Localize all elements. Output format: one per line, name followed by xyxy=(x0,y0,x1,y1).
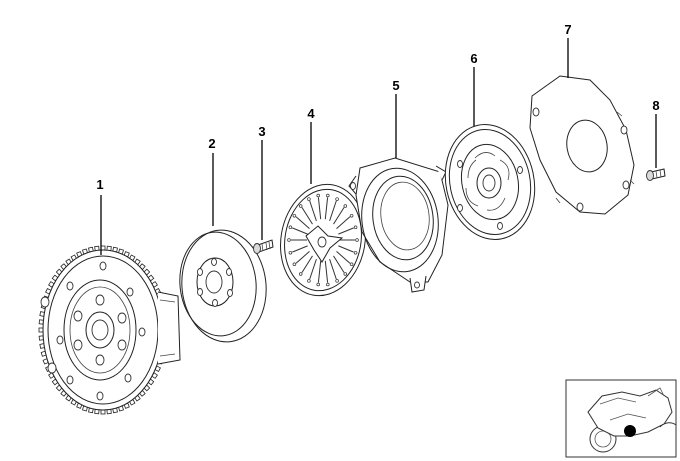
gear-tooth xyxy=(100,409,106,415)
part-4-diaphragm-spring[interactable] xyxy=(272,178,374,303)
callout-4: 4 xyxy=(307,106,315,121)
spring-finger-slot xyxy=(292,262,297,267)
part-6-clutch-disc[interactable] xyxy=(435,116,545,248)
spring-finger-slot xyxy=(349,262,354,267)
part-3-bolt[interactable] xyxy=(253,239,274,254)
spring-finger xyxy=(292,227,308,235)
spring-finger-slot xyxy=(343,272,348,276)
spring-finger-slot xyxy=(316,193,320,198)
part-1-flywheel[interactable] xyxy=(38,245,181,415)
callout-8: 8 xyxy=(652,98,659,113)
spring-finger-slot xyxy=(335,279,339,283)
spring-finger-slot xyxy=(316,282,320,287)
spring-finger xyxy=(329,200,337,222)
spring-finger xyxy=(292,245,308,253)
spring-finger xyxy=(338,245,354,253)
spring-finger xyxy=(338,227,354,235)
part-8-screw[interactable] xyxy=(646,168,666,181)
callout-7: 7 xyxy=(564,22,571,37)
part-7-cover-plate[interactable] xyxy=(529,75,635,215)
motorcycle-location-icon[interactable] xyxy=(565,379,677,458)
spring-finger xyxy=(309,258,317,280)
spring-finger-slot xyxy=(298,204,303,208)
part-5-pressure-plate[interactable] xyxy=(348,157,449,293)
spring-finger-slot xyxy=(292,213,297,218)
spring-finger xyxy=(295,216,310,229)
spring-finger-slot xyxy=(288,250,293,255)
spring-finger xyxy=(309,200,317,222)
spring-finger xyxy=(324,260,329,283)
spring-finger xyxy=(333,207,345,225)
callout-3: 3 xyxy=(258,124,265,139)
spring-finger-slot xyxy=(355,238,359,242)
spring-finger-slot xyxy=(307,197,311,201)
spring-finger xyxy=(333,255,345,273)
spring-finger xyxy=(329,258,337,280)
spring-finger xyxy=(336,251,351,264)
callout-2: 2 xyxy=(208,136,215,151)
callout-leaders xyxy=(100,38,657,255)
spring-finger xyxy=(295,251,310,264)
callout-6: 6 xyxy=(470,51,477,66)
spring-fingers xyxy=(287,193,359,287)
spring-finger-slot xyxy=(335,197,339,201)
part-2-plate[interactable] xyxy=(175,226,272,346)
spring-finger-slot xyxy=(287,238,291,242)
spring-finger xyxy=(324,197,329,220)
spring-finger xyxy=(317,197,322,220)
spring-finger-slot xyxy=(353,250,358,255)
spring-finger xyxy=(301,255,313,273)
spring-finger-slot xyxy=(307,279,311,283)
spring-finger xyxy=(301,207,313,225)
spring-finger xyxy=(336,216,351,229)
spring-finger-slot xyxy=(298,272,303,276)
spring-finger-slot xyxy=(343,204,348,208)
callout-5: 5 xyxy=(392,78,399,93)
gear-tooth xyxy=(38,327,44,333)
spring-finger-slot xyxy=(349,213,354,218)
clutch-location-marker xyxy=(624,425,636,437)
spring-finger-slot xyxy=(353,225,358,230)
spring-finger-slot xyxy=(326,282,330,287)
spring-finger-slot xyxy=(288,225,293,230)
spring-finger-slot xyxy=(326,193,330,198)
spring-finger xyxy=(317,260,322,283)
callout-1: 1 xyxy=(96,177,103,192)
